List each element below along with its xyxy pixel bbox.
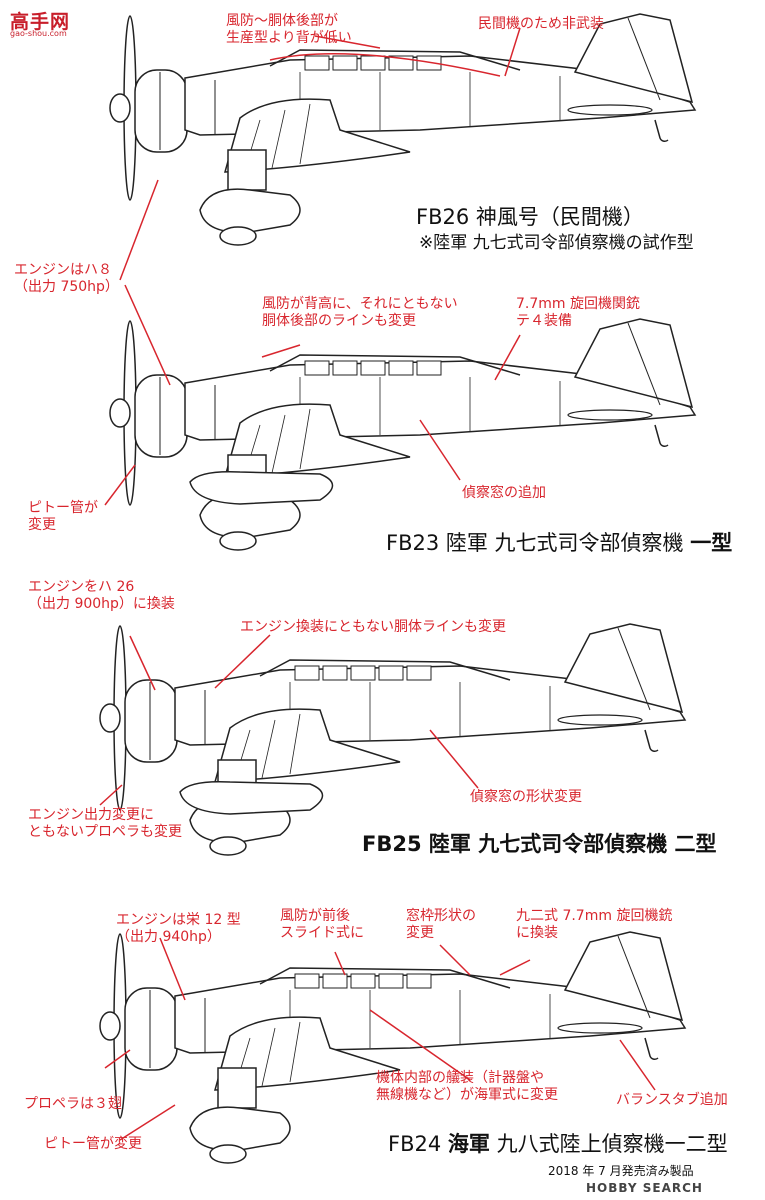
- annotation-fb23-window: 偵察窓の追加: [462, 485, 546, 501]
- aircraft-fb24-drawing: [99, 931, 686, 1164]
- annotation-fb24-tab: バランスタブ追加: [616, 1092, 728, 1108]
- logo-sub: gao-shou.com: [10, 29, 67, 38]
- caption-fb24-post: 九八式陸上偵察機一二型: [489, 1132, 728, 1156]
- highlight-lines: [99, 27, 656, 1141]
- caption-fb23: FB23 陸軍 九七式司令部偵察機 一型: [386, 531, 732, 555]
- caption-fb26: FB26 神風号（民間機）: [416, 205, 644, 229]
- subcaption-fb26: ※陸軍 九七式司令部偵察機の試作型: [419, 233, 694, 253]
- annotation-fb25-engine: エンジンをハ 26 （出力 900hp）に換装: [28, 579, 175, 612]
- annotation-fb24-pitot: ピトー管が変更: [44, 1136, 142, 1152]
- annotation-fb24-frame: 窓枠形状の 変更: [406, 908, 476, 941]
- aircraft-fb25-drawing: [99, 623, 686, 856]
- annotation-fb26-engine: エンジンはハ８ （出力 750hp）: [14, 262, 119, 295]
- annotation-fb24-interior: 機体内部の艤装（計器盤や 無線機など）が海軍式に変更: [376, 1070, 558, 1103]
- caption-fb24-bold: 海軍: [447, 1132, 490, 1156]
- annotation-fb26-unarmed: 民間機のため非武装: [478, 16, 604, 32]
- fb25-drop-tank: [179, 780, 324, 815]
- watermark: HOBBY SEARCH: [586, 1181, 703, 1195]
- annotation-fb23-canopy: 風防が背高に、それにともない 胴体後部のラインも変更: [262, 296, 458, 329]
- caption-fb24-pre: FB24: [388, 1132, 448, 1156]
- annotation-fb25-propeller: エンジン出力変更に ともないプロペラも変更: [28, 807, 182, 840]
- annotation-fb24-gun: 九二式 7.7mm 旋回機銃 に換装: [516, 908, 673, 941]
- annotation-fb25-fuselage: エンジン換装にともない胴体ラインも変更: [240, 619, 506, 635]
- caption-fb23-bold: 一型: [690, 531, 733, 555]
- annotation-fb24-propeller: プロペラは３翅: [24, 1096, 122, 1112]
- annotation-fb26-canopy: 風防～胴体後部が 生産型より背が低い: [226, 13, 352, 46]
- caption-fb24: FB24 海軍 九八式陸上偵察機一二型: [388, 1132, 728, 1156]
- annotation-fb24-engine: エンジンは栄 12 型 （出力 940hp）: [116, 912, 241, 945]
- annotation-fb23-gun: 7.7mm 旋回機関銃 テ４装備: [516, 296, 640, 329]
- site-logo: 高手网 gao-shou.com: [4, 3, 84, 39]
- aircraft-fb23-drawing: [109, 318, 696, 551]
- caption-fb25: FB25 陸軍 九七式司令部偵察機 二型: [362, 832, 717, 856]
- annotation-fb23-pitot: ピトー管が 変更: [28, 500, 98, 533]
- logo-text: 高手网: [10, 11, 71, 33]
- fb23-drop-tank: [189, 470, 334, 505]
- annotation-fb24-canopy: 風防が前後 スライド式に: [280, 908, 364, 941]
- release-note: 2018 年 7 月発売済み製品: [548, 1164, 694, 1178]
- annotation-fb25-window: 偵察窓の形状変更: [470, 789, 582, 805]
- caption-fb23-text: FB23 陸軍 九七式司令部偵察機: [386, 531, 691, 555]
